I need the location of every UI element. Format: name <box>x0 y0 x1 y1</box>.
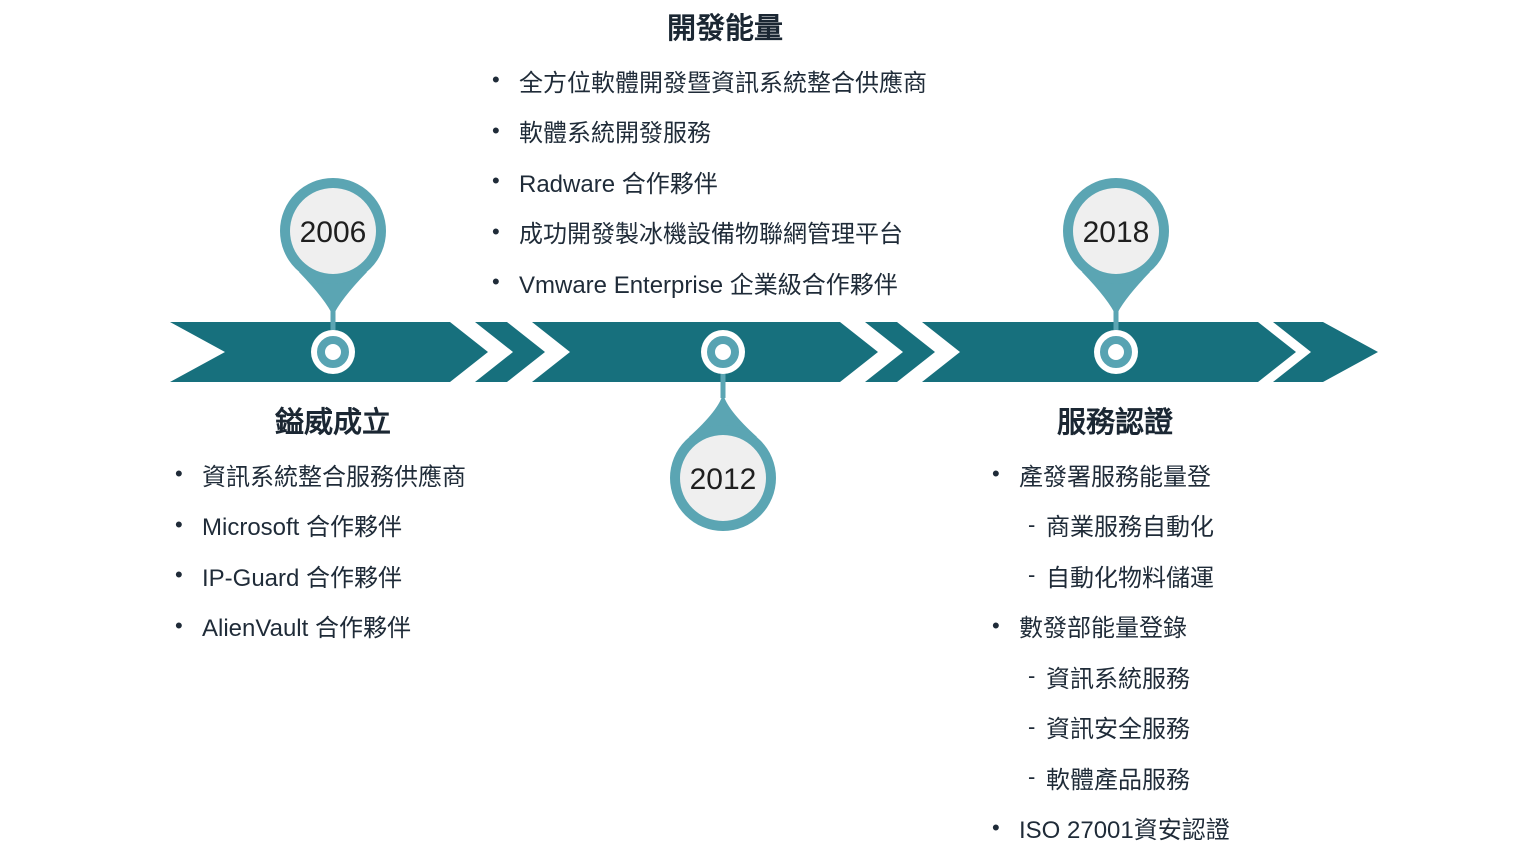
dash-bullet: - <box>1028 663 1036 689</box>
pin-inner-circle-2012 <box>680 435 766 521</box>
pin-inner-circle-2006 <box>290 188 376 274</box>
milestone-2012-title: 開發能量 <box>666 13 783 45</box>
list-subitem: -資訊系統服務 <box>992 651 1415 702</box>
milestone-pin-2006: 2006 <box>280 178 386 374</box>
list-item-text: 資訊安全服務 <box>1046 716 1190 744</box>
milestone-ring-center-2012 <box>707 336 739 368</box>
milestone-2018-list: •產發署服務能量登 -商業服務自動化 -自動化物料儲運 •數發部能量登錄 -資訊… <box>992 449 1415 853</box>
list-item: • Microsoft 合作夥伴 <box>175 500 498 551</box>
dash-bullet: - <box>1028 562 1036 588</box>
milestone-ring-center-2006 <box>317 336 349 368</box>
bullet-dot: • <box>492 218 500 244</box>
bullet-dot: • <box>992 814 1000 840</box>
list-item-text: 資訊系統服務 <box>1046 665 1190 693</box>
list-subitem: -軟體產品服務 <box>992 752 1415 803</box>
list-subitem: -資訊安全服務 <box>992 702 1415 753</box>
milestone-pin-2018: 2018 <box>1063 178 1169 374</box>
milestone-2006-panel: 鎰威成立 • 資訊系統整合服務供應商 • Microsoft 合作夥伴 • IP-Gu… <box>168 402 498 651</box>
list-item-text: AlienVault 合作夥伴 <box>202 615 411 643</box>
bullet-dot: • <box>492 269 500 295</box>
list-item-text: IP-Guard 合作夥伴 <box>202 564 403 592</box>
list-item: • 成功開發製冰機設備物聯網管理平台 <box>492 207 965 258</box>
milestone-2012-list: • 全方位軟體開發暨資訊系統整合供應商 • 軟體系統開發服務 • Radware 合作… <box>492 55 965 308</box>
list-item-text: 全方位軟體開發暨資訊系統整合供應商 <box>519 69 927 97</box>
list-item-text: 資訊系統整合服務供應商 <box>202 463 466 491</box>
pin-teardrop-2018 <box>1082 272 1150 316</box>
list-item-text: ISO 27001資安認證 <box>1019 817 1230 845</box>
list-item: • ISO 27001資安認證 <box>992 803 1415 854</box>
milestone-2006-list: • 資訊系統整合服務供應商 • Microsoft 合作夥伴 • IP-Guard 合… <box>175 449 498 651</box>
pin-inner-circle-2018 <box>1073 188 1159 274</box>
bullet-dot: • <box>175 461 183 487</box>
pin-teardrop-2012 <box>689 393 757 437</box>
list-item: • IP-Guard 合作夥伴 <box>175 550 498 601</box>
dash-bullet: - <box>1028 764 1036 790</box>
pin-teardrop-2006 <box>299 272 367 316</box>
list-item: • Radware 合作夥伴 <box>492 156 965 207</box>
milestone-2006-title: 鎰威成立 <box>274 407 391 439</box>
timeline-arrowhead <box>1273 322 1378 382</box>
list-item: • 資訊系統整合服務供應商 <box>175 449 498 500</box>
milestone-ring-center-2018 <box>1100 336 1132 368</box>
milestone-pin-2012: 2012 <box>670 330 776 531</box>
list-item: • 數發部能量登錄 <box>992 601 1415 652</box>
list-item-text: 成功開發製冰機設備物聯網管理平台 <box>519 221 903 249</box>
list-item-text: Microsoft 合作夥伴 <box>202 514 403 542</box>
list-item: • 全方位軟體開發暨資訊系統整合供應商 <box>492 55 965 106</box>
bullet-dot: • <box>175 562 183 588</box>
list-subitem: -自動化物料儲運 <box>992 550 1415 601</box>
bullet-dot: • <box>492 168 500 194</box>
milestone-2018-panel: 服務認證 •產發署服務能量登 -商業服務自動化 -自動化物料儲運 •數發部能量登… <box>985 402 1415 853</box>
bullet-dot: • <box>992 612 1000 638</box>
list-item-text: 產發署服務能量登 <box>1019 463 1211 491</box>
list-item: • Vmware Enterprise 企業級合作夥伴 <box>492 257 965 308</box>
list-item-text: 商業服務自動化 <box>1046 514 1214 542</box>
bullet-dot: • <box>175 511 183 537</box>
list-item: • AlienVault 合作夥伴 <box>175 601 498 652</box>
list-item-text: Vmware Enterprise 企業級合作夥伴 <box>519 271 898 299</box>
chevron-stripe-2 <box>865 322 935 382</box>
list-item-text: 自動化物料儲運 <box>1046 564 1214 592</box>
chevron-stripe-1 <box>475 322 545 382</box>
list-item: • 產發署服務能量登 <box>992 449 1415 500</box>
bullet-dot: • <box>492 117 500 143</box>
year-label-2012: 2012 <box>690 463 757 496</box>
list-item-text: 軟體系統開發服務 <box>519 120 711 148</box>
list-subitem: -商業服務自動化 <box>992 500 1415 551</box>
bullet-dot: • <box>492 67 500 93</box>
year-label-2018: 2018 <box>1083 216 1150 249</box>
bullet-dot: • <box>992 461 1000 487</box>
list-item-text: 軟體產品服務 <box>1046 766 1190 794</box>
dash-bullet: - <box>1028 713 1036 739</box>
list-item-text: Radware 合作夥伴 <box>519 170 718 198</box>
list-item: • 軟體系統開發服務 <box>492 106 965 157</box>
bullet-dot: • <box>175 612 183 638</box>
milestone-2018-title: 服務認證 <box>1056 407 1173 439</box>
list-item-text: 數發部能量登錄 <box>1019 615 1187 643</box>
year-label-2006: 2006 <box>300 216 367 249</box>
milestone-2012-panel: 開發能量 • 全方位軟體開發暨資訊系統整合供應商 • 軟體系統開發服務 • Radwa… <box>485 8 965 308</box>
dash-bullet: - <box>1028 511 1036 537</box>
